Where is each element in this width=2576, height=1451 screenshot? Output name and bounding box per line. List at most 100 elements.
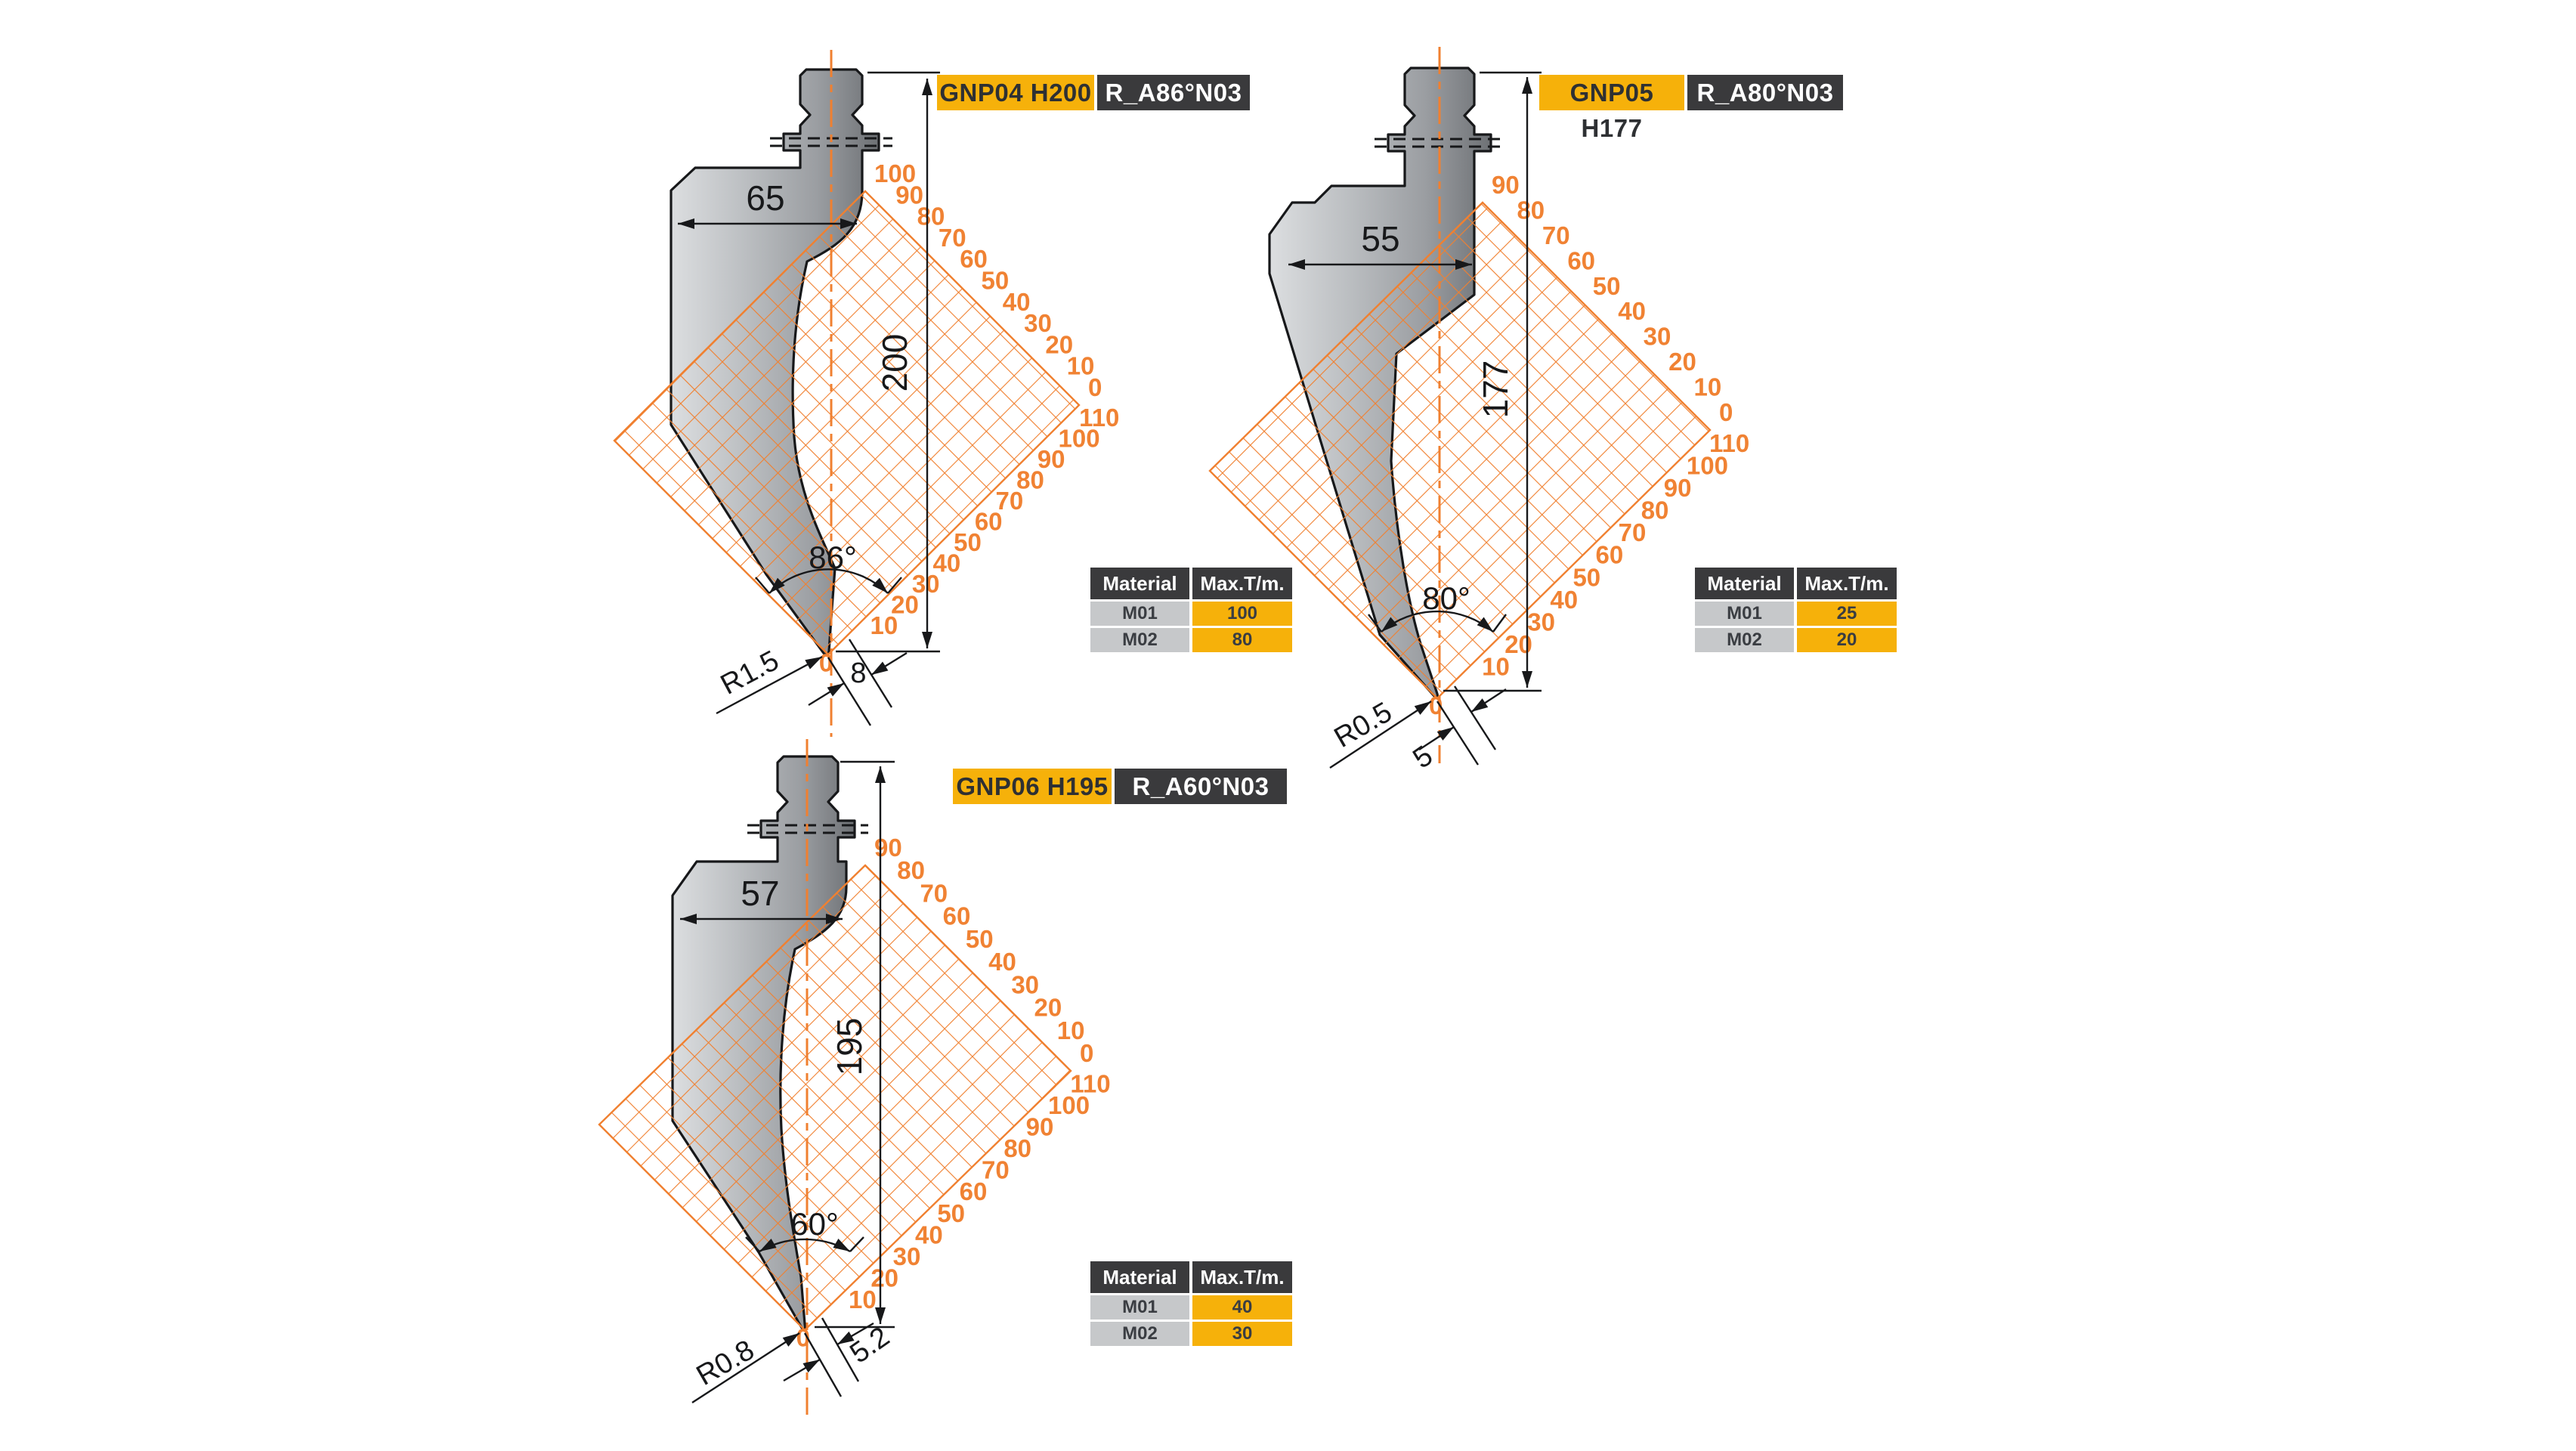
diagram-gnp05: 9080706050403020100110100908070605040302… xyxy=(1208,47,1749,775)
table-cell: M02 xyxy=(1090,1322,1189,1346)
table-header-material: Material xyxy=(1090,568,1189,599)
bend-angle-fan-gnp04: 1009080706050403020100110100908070605040… xyxy=(613,159,1119,676)
fan-scale-label: 110 xyxy=(1079,404,1119,432)
radius-dim-gnp04: R1.5 xyxy=(716,645,784,701)
fan-scale-label: 110 xyxy=(1709,429,1749,457)
code-chip-gnp04: R_A86°N03 xyxy=(1097,75,1250,110)
tip-width-dim-gnp05: 5 xyxy=(1407,740,1438,775)
diagram-gnp06: 9080706050403020100110100908070605040302… xyxy=(598,739,1111,1421)
fan-scale-label: 20 xyxy=(1668,348,1696,376)
fan-scale-label: 60 xyxy=(975,507,1003,535)
fan-scale-label: 90 xyxy=(1038,445,1065,473)
fan-scale-label: 30 xyxy=(1527,608,1555,636)
fan-scale-label: 10 xyxy=(871,611,898,639)
fan-scale-label: 0 xyxy=(1080,1039,1093,1067)
angle-dim-gnp06: 60° xyxy=(790,1206,839,1242)
fan-scale-label: 0 xyxy=(819,648,833,676)
table-cell: 100 xyxy=(1192,602,1292,626)
fan-scale-label: 70 xyxy=(982,1156,1010,1184)
table-cell: M02 xyxy=(1695,628,1794,652)
diagram-gnp04: 1009080706050403020100110100908070605040… xyxy=(613,50,1119,737)
fan-scale-label: 60 xyxy=(943,902,971,930)
table-cell: 20 xyxy=(1797,628,1897,652)
model-chip-gnp06: GNP06 H195 xyxy=(953,769,1112,804)
height-dim-gnp06: 195 xyxy=(830,1018,869,1076)
fan-scale-label: 100 xyxy=(1687,451,1728,479)
tip-width-dim-gnp04: 8 xyxy=(850,657,866,689)
height-dim-gnp04: 200 xyxy=(875,334,914,392)
fan-scale-label: 30 xyxy=(1011,970,1039,998)
fan-scale-label: 80 xyxy=(1003,1134,1031,1162)
bend-angle-fan-gnp05: 9080706050403020100110100908070605040302… xyxy=(1208,171,1749,719)
material-table-gnp04: Material Max.T/m. M01 100 M02 80 xyxy=(1090,568,1292,652)
material-table-gnp05: Material Max.T/m. M01 25 M02 20 xyxy=(1695,568,1897,652)
fan-scale-label: 70 xyxy=(996,487,1024,515)
fan-scale-label: 10 xyxy=(849,1285,877,1313)
fan-scale-label: 50 xyxy=(982,267,1010,295)
fan-scale-label: 40 xyxy=(988,948,1016,976)
table-cell: 40 xyxy=(1192,1295,1292,1320)
table-cell: 80 xyxy=(1192,628,1292,652)
fan-scale-label: 10 xyxy=(1067,352,1095,380)
fan-hatch-area xyxy=(613,190,1081,656)
tip-width-dim-gnp06: 5.2 xyxy=(844,1321,895,1370)
fan-scale-label: 40 xyxy=(915,1221,943,1248)
fan-scale-label: 60 xyxy=(960,1177,988,1205)
fan-scale-label: 80 xyxy=(1517,196,1545,224)
fan-scale-label: 0 xyxy=(1088,373,1102,401)
bend-angle-fan-gnp06: 9080706050403020100110100908070605040302… xyxy=(598,834,1111,1352)
fan-scale-label: 30 xyxy=(912,570,940,598)
fan-scale-label: 20 xyxy=(1045,330,1073,358)
fan-scale-label: 70 xyxy=(920,879,948,907)
table-cell: M01 xyxy=(1695,602,1794,626)
table-cell: M01 xyxy=(1090,602,1189,626)
fan-scale-label: 0 xyxy=(1719,398,1733,426)
table-header-material: Material xyxy=(1695,568,1794,599)
fan-scale-label: 90 xyxy=(895,181,923,209)
fan-scale-label: 50 xyxy=(937,1199,965,1227)
code-chip-gnp05: R_A80°N03 xyxy=(1687,75,1843,110)
table-header-maxtm: Max.T/m. xyxy=(1192,1261,1292,1293)
fan-scale-label: 100 xyxy=(1059,424,1100,452)
width-dim-gnp04: 65 xyxy=(746,178,784,218)
fan-scale-label: 40 xyxy=(1550,586,1578,614)
table-cell: 30 xyxy=(1192,1322,1292,1346)
table-header-maxtm: Max.T/m. xyxy=(1797,568,1897,599)
width-dim-gnp05: 55 xyxy=(1361,219,1399,258)
fan-scale-label: 30 xyxy=(1024,309,1052,337)
fan-scale-label: 80 xyxy=(1641,497,1669,524)
fan-scale-label: 70 xyxy=(1619,518,1647,546)
fan-scale-label: 50 xyxy=(954,528,982,556)
width-dim-gnp06: 57 xyxy=(741,874,779,913)
model-chip-gnp04: GNP04 H200 xyxy=(937,75,1094,110)
angle-dim-gnp05: 80° xyxy=(1422,580,1470,616)
fan-scale-label: 10 xyxy=(1057,1016,1085,1044)
fan-scale-label: 70 xyxy=(1542,221,1570,249)
fan-scale-label: 60 xyxy=(960,245,988,273)
fan-scale-label: 10 xyxy=(1482,653,1510,681)
fan-scale-label: 90 xyxy=(1664,474,1692,502)
fan-scale-label: 20 xyxy=(891,590,919,618)
angle-dim-gnp04: 86° xyxy=(809,540,857,575)
fan-scale-label: 90 xyxy=(1492,171,1520,199)
fan-scale-label: 50 xyxy=(1573,563,1600,591)
fan-scale-label: 80 xyxy=(897,856,925,884)
fan-scale-label: 40 xyxy=(1618,297,1646,325)
fan-scale-label: 10 xyxy=(1694,373,1722,401)
fan-scale-label: 70 xyxy=(939,224,966,252)
fan-scale-label: 90 xyxy=(1026,1112,1054,1140)
table-cell: 25 xyxy=(1797,602,1897,626)
table-cell: M02 xyxy=(1090,628,1189,652)
radius-dim-gnp06: R0.8 xyxy=(691,1334,760,1392)
model-chip-gnp05: GNP05 H177 xyxy=(1539,75,1684,142)
fan-scale-label: 20 xyxy=(871,1264,898,1292)
table-header-material: Material xyxy=(1090,1261,1189,1293)
fan-hatch-area xyxy=(1208,201,1712,700)
fan-scale-label: 100 xyxy=(1048,1091,1090,1119)
fan-scale-label: 20 xyxy=(1034,994,1062,1022)
fan-scale-label: 90 xyxy=(874,834,902,862)
table-header-maxtm: Max.T/m. xyxy=(1192,568,1292,599)
code-chip-gnp06: R_A60°N03 xyxy=(1115,769,1287,804)
